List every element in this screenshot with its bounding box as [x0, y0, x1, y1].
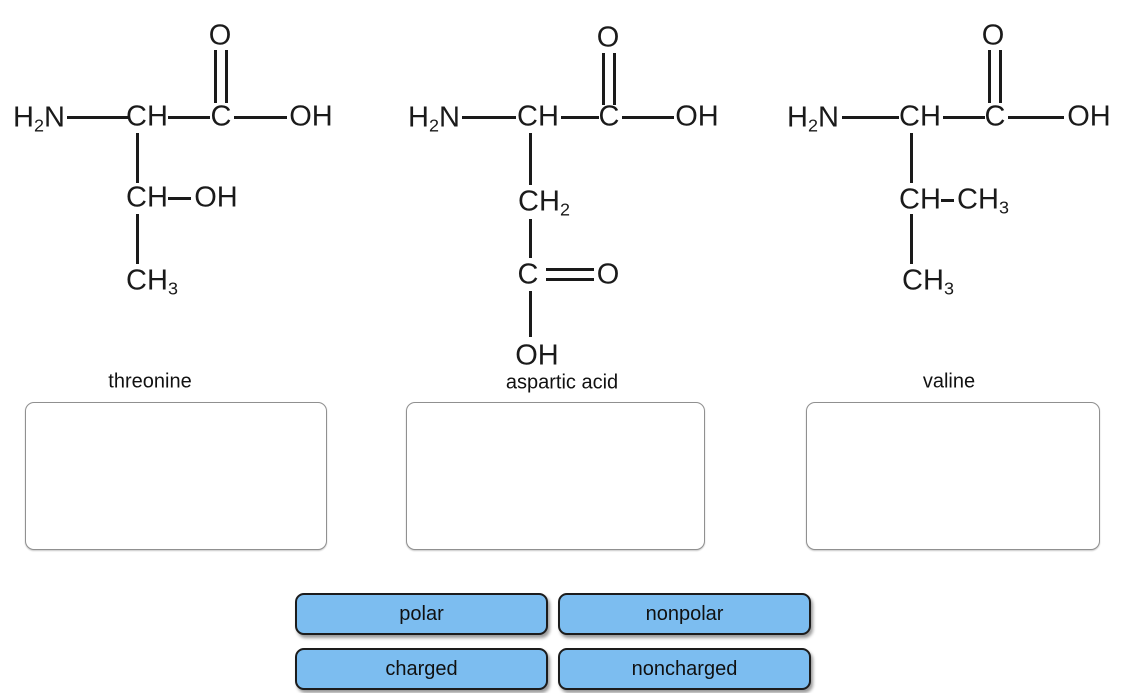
atom-label: CH [899, 183, 941, 216]
atom-label: O [596, 21, 620, 54]
bond [987, 50, 991, 103]
bond [528, 291, 532, 337]
bond [135, 133, 139, 183]
atom-label: CH [126, 181, 168, 214]
bond [528, 133, 532, 185]
bond [998, 50, 1002, 103]
drop-box-threonine[interactable] [25, 402, 327, 550]
atom-label: CH2 [518, 185, 570, 220]
bond [601, 53, 605, 105]
atom-label: CH [126, 100, 168, 133]
molecule-name-valine: valine [922, 370, 976, 393]
bond [234, 115, 287, 119]
atom-label: O [208, 19, 232, 52]
atom-label: C [210, 100, 232, 133]
bond [546, 267, 594, 271]
atom-label: H2N [408, 101, 460, 136]
atom-label: CH3 [957, 183, 1009, 218]
bond [941, 198, 954, 202]
bond [612, 53, 616, 105]
atom-label: C [517, 258, 539, 291]
bond [909, 214, 913, 264]
atom-label: OH [289, 100, 333, 133]
bond [135, 214, 139, 264]
bond [213, 50, 217, 103]
bond [943, 115, 985, 119]
atom-label: H2N [787, 101, 839, 136]
bond [561, 115, 599, 119]
bond [546, 277, 594, 281]
atom-label: C [598, 100, 620, 133]
bond [168, 115, 210, 119]
atom-label: CH [899, 100, 941, 133]
atom-label: OH [515, 339, 559, 372]
atom-label: H2N [13, 101, 65, 136]
choice-button-charged[interactable]: charged [295, 648, 548, 690]
drop-box-aspartic-acid[interactable] [406, 402, 705, 550]
choice-button-polar[interactable]: polar [295, 593, 548, 635]
bond [168, 196, 191, 200]
molecule-name-threonine: threonine [108, 370, 192, 393]
drop-box-valine[interactable] [806, 402, 1100, 550]
atom-label: OH [1067, 100, 1111, 133]
bond [462, 115, 516, 119]
bond [528, 219, 532, 258]
bond [67, 115, 128, 119]
choice-button-noncharged[interactable]: noncharged [558, 648, 811, 690]
choice-button-nonpolar[interactable]: nonpolar [558, 593, 811, 635]
bond [842, 115, 899, 119]
atom-label: OH [675, 100, 719, 133]
bond [224, 50, 228, 103]
atom-label: O [596, 258, 620, 291]
atom-label: CH3 [902, 264, 954, 299]
molecule-name-aspartic-acid: aspartic acid [505, 371, 619, 394]
bond [622, 115, 674, 119]
atom-label: OH [194, 181, 238, 214]
atom-label: C [984, 100, 1006, 133]
atom-label: CH3 [126, 264, 178, 299]
bond [909, 133, 913, 183]
bond [1008, 115, 1064, 119]
atom-label: O [981, 19, 1005, 52]
atom-label: CH [517, 100, 559, 133]
